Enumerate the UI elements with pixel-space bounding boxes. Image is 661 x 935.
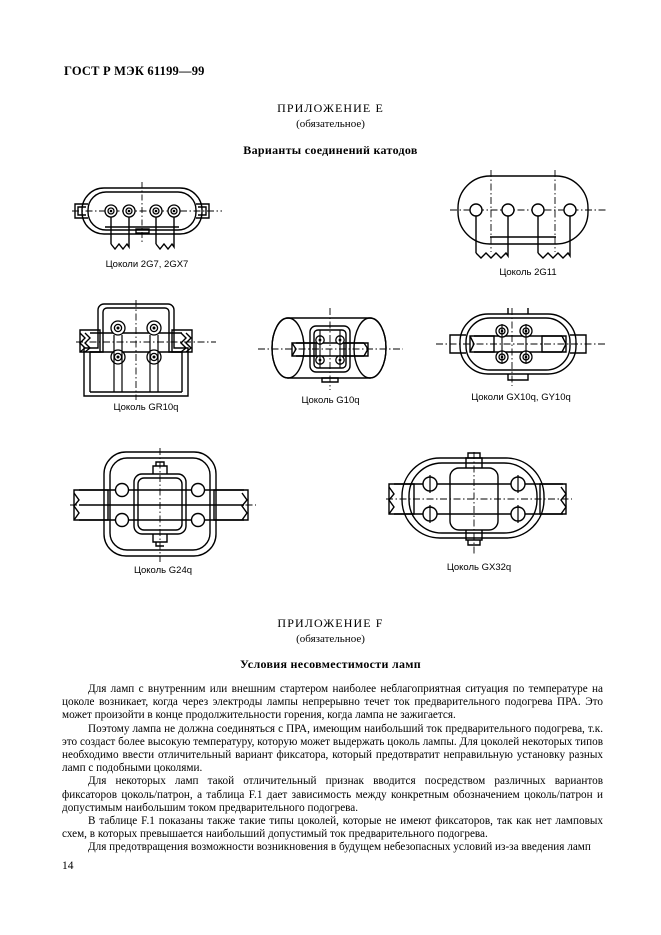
standard-header: ГОСТ Р МЭК 61199—99	[64, 64, 205, 78]
figure-caption: Цоколи 2G7, 2GX7	[105, 259, 189, 270]
diagram-2g7-2gx7	[72, 182, 222, 251]
figure-2g11: Цоколь 2G11	[448, 170, 608, 278]
figure-gx32q: Цоколь GX32q	[384, 452, 574, 573]
diagram-gx10q-gy10q	[436, 308, 606, 386]
diagram-g10q	[258, 308, 403, 390]
appendix-f-subtitle: (обязательное)	[296, 633, 365, 645]
figure-gx10q-gy10q: Цоколи GX10q, GY10q	[436, 308, 606, 403]
appendix-f-heading: Условия несовместимости ламп	[240, 657, 421, 671]
figure-g10q: Цоколь G10q	[258, 308, 403, 406]
page-number: 14	[62, 860, 74, 872]
diagram-gr10q	[76, 300, 216, 400]
body-paragraph-3: Для некоторых ламп такой отличительный п…	[62, 775, 603, 814]
body-paragraph-5: Для предотвращения возможности возникнов…	[88, 841, 591, 854]
figure-2g7-2gx7: Цоколи 2G7, 2GX7	[72, 182, 222, 270]
figure-caption: Цоколи GX10q, GY10q	[471, 392, 571, 403]
diagram-2g11	[450, 170, 606, 259]
figure-caption: Цоколь 2G11	[499, 267, 557, 278]
figure-gr10q: Цоколь GR10q	[76, 300, 216, 413]
diagram-gx32q	[386, 452, 572, 556]
figure-caption: Цоколь GR10q	[113, 402, 179, 413]
appendix-e-heading: Варианты соединений катодов	[243, 143, 418, 157]
figure-caption: Цоколь G24q	[133, 565, 193, 576]
figure-caption: Цоколь G10q	[301, 395, 360, 406]
figure-g24q: Цоколь G24q	[68, 448, 258, 576]
appendix-f-body: Для ламп с внутренним или внешним старте…	[62, 683, 603, 855]
appendix-e-subtitle: (обязательное)	[296, 118, 365, 130]
appendix-e-title: ПРИЛОЖЕНИЕ Е	[277, 101, 384, 115]
diagram-g24q	[70, 448, 256, 562]
figure-caption: Цоколь GX32q	[446, 562, 512, 573]
body-paragraph-2: Поэтому лампа не должна соединяться с ПР…	[62, 722, 603, 775]
body-paragraph-1: Для ламп с внутренним или внешним старте…	[62, 683, 603, 722]
appendix-f-title: ПРИЛОЖЕНИЕ F	[277, 616, 384, 630]
body-paragraph-4: В таблице F.1 показаны также такие типы …	[62, 815, 603, 841]
